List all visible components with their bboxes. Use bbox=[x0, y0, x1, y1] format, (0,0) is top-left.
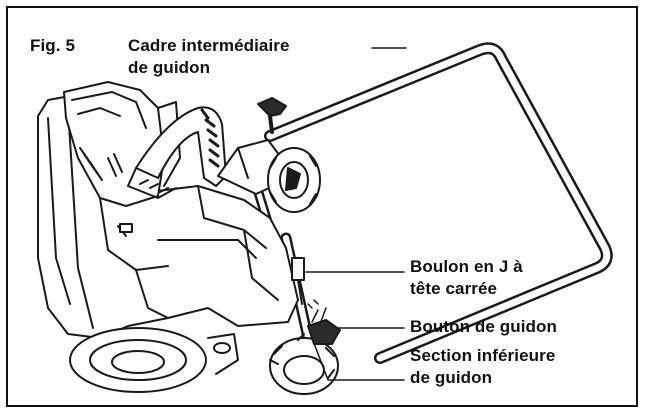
callout-j-bolt-line1: Boulon en J à bbox=[410, 257, 523, 276]
leader-lower-section bbox=[311, 337, 405, 381]
j-bolt bbox=[291, 257, 305, 305]
handle-knob bbox=[307, 299, 341, 345]
upper-handle-knob bbox=[257, 97, 287, 134]
callout-j-bolt: Boulon en J à tête carrée bbox=[410, 256, 523, 300]
figure-frame: Fig. 5 Cadre intermédiaire de guidon Bou… bbox=[6, 6, 638, 407]
figure-number: Fig. 5 bbox=[30, 36, 75, 55]
upper-wheel bbox=[267, 147, 321, 213]
callout-upper-frame: Cadre intermédiaire de guidon bbox=[128, 35, 290, 79]
callout-lower-section-line1: Section inférieure bbox=[410, 346, 556, 365]
callout-upper-frame-line1: Cadre intermédiaire bbox=[128, 36, 290, 55]
callout-knob: Bouton de guidon bbox=[410, 316, 557, 338]
front-wheel bbox=[269, 333, 339, 395]
callout-j-bolt-line2: tête carrée bbox=[410, 279, 498, 298]
callout-lower-section: Section inférieure de guidon bbox=[410, 345, 555, 389]
machine-body bbox=[37, 95, 299, 339]
chute-control-handle bbox=[127, 106, 281, 199]
discharge-chute bbox=[63, 81, 181, 207]
rear-wheel bbox=[69, 327, 239, 393]
callout-upper-frame-line2: de guidon bbox=[128, 58, 211, 77]
snow-thrower-illustration bbox=[37, 42, 613, 395]
upper-handle-frame bbox=[264, 42, 613, 364]
callout-lower-section-line2: de guidon bbox=[410, 368, 493, 387]
callout-leaders bbox=[305, 47, 407, 381]
callout-knob-line1: Bouton de guidon bbox=[410, 317, 558, 336]
